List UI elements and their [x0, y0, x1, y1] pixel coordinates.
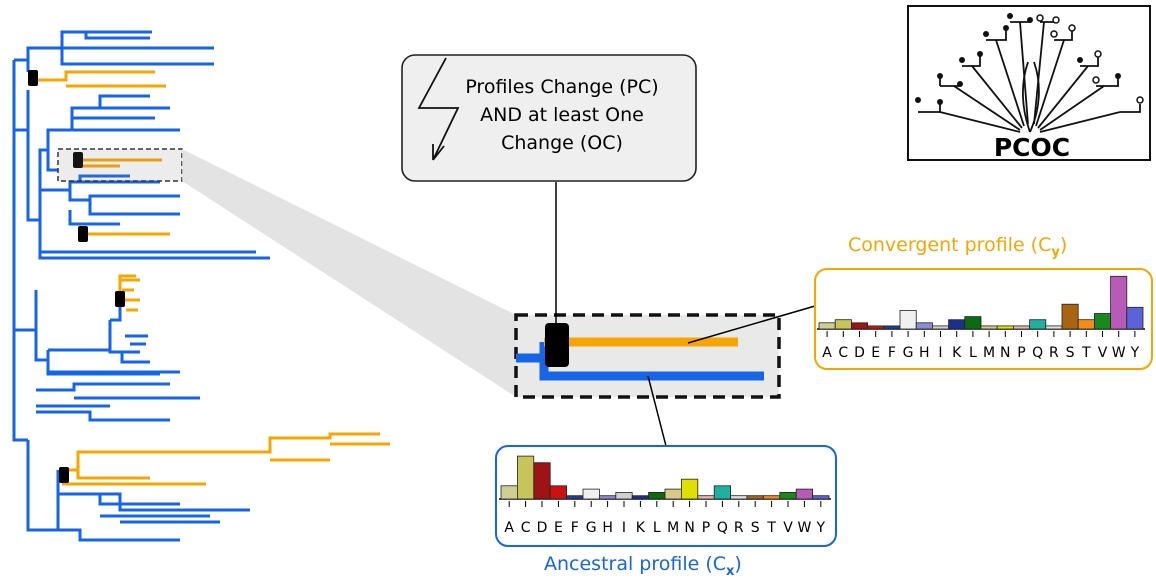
- convergent-label-Q: Q: [1032, 345, 1043, 361]
- ancestral-bar-R: [730, 495, 748, 500]
- convergent-bar-A: [818, 322, 836, 330]
- ancestral-label-L: L: [653, 520, 661, 536]
- ancestral-bar-W: [795, 488, 814, 500]
- convergent-bar-D: [851, 322, 869, 330]
- ancestral-bar-L: [648, 491, 666, 500]
- event-line-2: AND at least One: [480, 104, 644, 126]
- ancestral-label-N: N: [684, 520, 694, 536]
- ancestral-label-E: E: [554, 520, 563, 536]
- ancestral-label-H: H: [602, 520, 613, 536]
- ancestral-label-Q: Q: [717, 520, 728, 536]
- ancestral-label-T: T: [766, 520, 776, 536]
- ancestral-bar-M: [664, 488, 682, 500]
- ancestral-bar-S: [746, 495, 764, 500]
- ancestral-bar-K: [631, 495, 650, 500]
- ancestral-label-S: S: [751, 520, 760, 536]
- convergent-bar-Y: [1126, 306, 1144, 330]
- convergent-label-V: V: [1098, 345, 1108, 361]
- convergent-bar-R: [1045, 325, 1063, 330]
- ancestral-bar-Y: [812, 495, 830, 500]
- ancestral-bar-T: [763, 495, 781, 500]
- event-line-1: Profiles Change (PC): [465, 76, 658, 98]
- convergent-bar-P: [1013, 325, 1031, 330]
- ancestral-label-I: I: [622, 520, 626, 536]
- event-box: Profiles Change (PC) AND at least One Ch…: [401, 54, 697, 182]
- ancestral-label-Y: Y: [816, 520, 826, 536]
- convergent-label-N: N: [1000, 345, 1010, 361]
- convergent-bar-G: [899, 309, 917, 330]
- convergent-bar-W: [1110, 275, 1128, 330]
- convergent-bar-M: [980, 325, 998, 330]
- ancestral-label-F: F: [571, 520, 579, 536]
- ancestral-bar-D: [533, 462, 551, 500]
- ancestral-label-W: W: [797, 520, 811, 536]
- ancestral-bar-E: [549, 485, 568, 500]
- convergent-bar-I: [932, 325, 950, 330]
- ancestral-bar-F: [566, 495, 584, 500]
- ancestral-bar-A: [500, 485, 518, 500]
- ancestral-bar-C: [517, 455, 535, 500]
- convergent-bar-F: [883, 325, 901, 330]
- ancestral-bar-P: [697, 495, 715, 500]
- convergent-bar-L: [964, 316, 982, 330]
- convergent-bar-Q: [1029, 319, 1047, 330]
- convergent-label-A: A: [822, 345, 832, 361]
- convergent-label-S: S: [1066, 345, 1075, 361]
- lightning-icon: [417, 57, 460, 161]
- convergent-label-Y: Y: [1130, 345, 1140, 361]
- convergent-label-G: G: [903, 345, 914, 361]
- convergent-bar-E: [867, 325, 885, 330]
- ancestral-bar-G: [582, 488, 600, 500]
- convergent-label-H: H: [919, 345, 930, 361]
- ancestral-label-K: K: [636, 520, 646, 536]
- convergent-bar-H: [915, 322, 933, 330]
- convergent-label-W: W: [1112, 345, 1126, 361]
- convergent-bar-N: [996, 325, 1014, 330]
- logo-text: PCOC: [994, 133, 1070, 162]
- convergent-title: Convergent profile (Cy): [848, 234, 1067, 260]
- ancestral-bar-V: [779, 491, 797, 500]
- convergent-label-T: T: [1081, 345, 1091, 361]
- convergent-label-L: L: [969, 345, 977, 361]
- convergent-bar-S: [1061, 303, 1079, 330]
- convergent-bar-T: [1077, 319, 1095, 330]
- ancestral-bar-Q: [713, 485, 732, 500]
- ancestral-bar-N: [681, 478, 699, 500]
- event-line-3: Change (OC): [501, 132, 623, 154]
- convergent-bar-K: [948, 319, 966, 330]
- ancestral-label-D: D: [537, 520, 548, 536]
- ancestral-title: Ancestral profile (Cx): [544, 553, 742, 578]
- convergent-label-D: D: [854, 345, 865, 361]
- convergent-label-I: I: [938, 345, 942, 361]
- ancestral-bar-H: [599, 495, 617, 500]
- ancestral-label-P: P: [702, 520, 710, 536]
- pcoc-logo: PCOC: [907, 5, 1151, 162]
- convergent-label-E: E: [871, 345, 880, 361]
- convergent-bar-V: [1094, 313, 1112, 330]
- convergent-label-M: M: [983, 345, 995, 361]
- event-marker: [545, 323, 569, 367]
- convergent-label-P: P: [1017, 345, 1025, 361]
- convergent-bar-C: [834, 319, 852, 330]
- ancestral-label-C: C: [521, 520, 531, 536]
- zoomed-branch: [514, 182, 816, 447]
- zoom-funnel: [182, 149, 516, 397]
- ancestral-label-G: G: [586, 520, 597, 536]
- convergent-label-C: C: [838, 345, 848, 361]
- convergent-label-K: K: [952, 345, 962, 361]
- ancestral-label-M: M: [667, 520, 679, 536]
- ancestral-label-A: A: [504, 520, 514, 536]
- ancestral-bar-I: [615, 491, 633, 500]
- ancestral-label-V: V: [783, 520, 793, 536]
- ancestral-label-R: R: [734, 520, 744, 536]
- phylogenetic-tree: [12, 30, 390, 542]
- convergent-label-R: R: [1049, 345, 1059, 361]
- convergent-label-F: F: [888, 345, 896, 361]
